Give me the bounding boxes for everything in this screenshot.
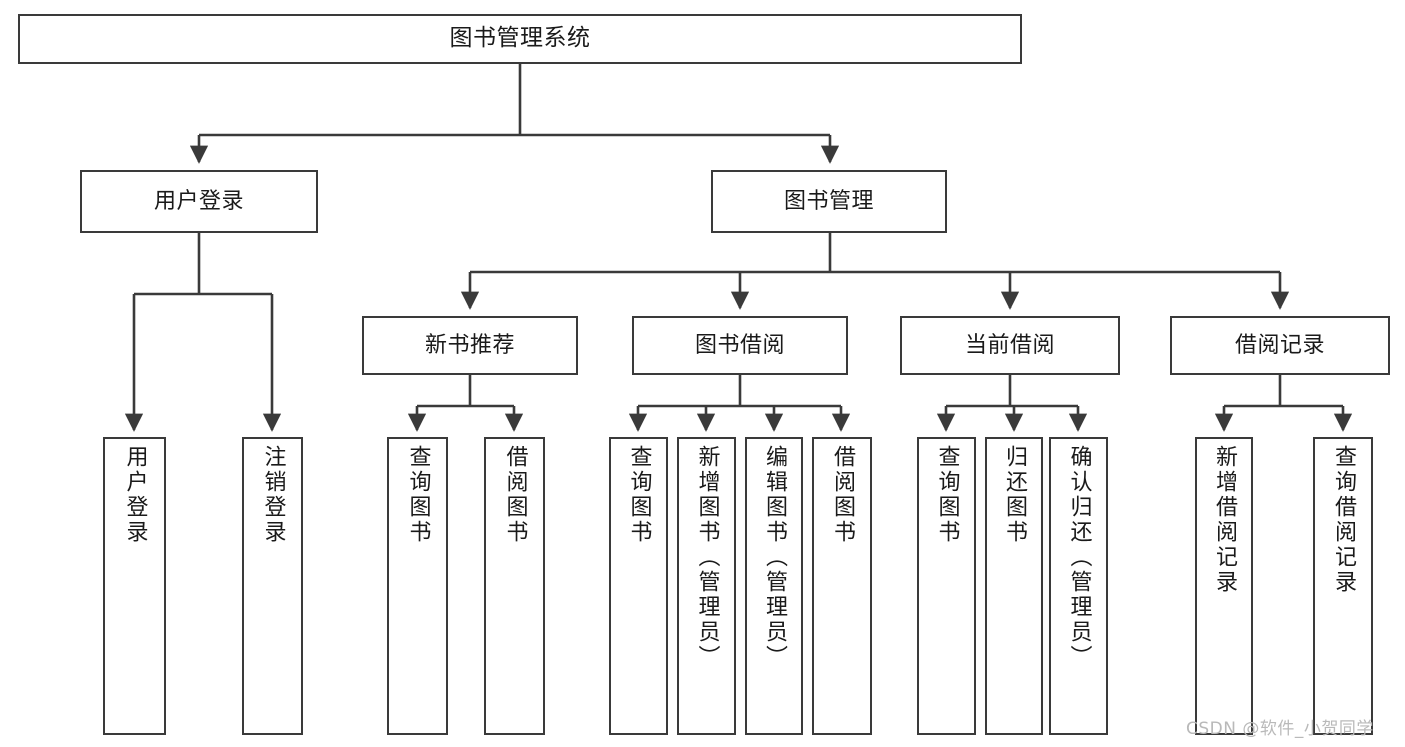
node-label: 用户登录 <box>153 188 244 214</box>
leaf-user-login-login[interactable]: 用户登录 <box>103 437 166 735</box>
node-current-borrow[interactable]: 当前借阅 <box>900 316 1120 375</box>
node-label: 编辑图书（管理员） <box>762 445 787 670</box>
node-label: 归还图书 <box>1002 445 1027 545</box>
leaf-current-borrow-query-book[interactable]: 查询图书 <box>917 437 976 735</box>
leaf-book-borrow-query-book[interactable]: 查询图书 <box>609 437 668 735</box>
node-user-login[interactable]: 用户登录 <box>80 170 318 233</box>
leaf-book-borrow-edit-book-admin[interactable]: 编辑图书（管理员） <box>745 437 803 735</box>
node-label: 新增借阅记录 <box>1212 445 1237 595</box>
node-root-book-management-system[interactable]: 图书管理系统 <box>18 14 1022 64</box>
node-label: 查询图书 <box>405 445 431 545</box>
leaf-borrow-record-query-record[interactable]: 查询借阅记录 <box>1313 437 1373 735</box>
leaf-new-book-borrow-book[interactable]: 借阅图书 <box>484 437 545 735</box>
node-new-book-recommend[interactable]: 新书推荐 <box>362 316 578 375</box>
node-label: 图书借阅 <box>694 332 785 358</box>
node-label: 借阅记录 <box>1234 332 1325 358</box>
leaf-user-login-logout[interactable]: 注销登录 <box>242 437 303 735</box>
node-borrow-record[interactable]: 借阅记录 <box>1170 316 1390 375</box>
leaf-book-borrow-add-book-admin[interactable]: 新增图书（管理员） <box>677 437 736 735</box>
node-label: 新书推荐 <box>424 332 515 358</box>
node-label: 确认归还（管理员） <box>1066 445 1092 670</box>
leaf-current-borrow-confirm-return-admin[interactable]: 确认归还（管理员） <box>1049 437 1108 735</box>
node-label: 图书管理 <box>783 188 874 214</box>
node-label: 借阅图书 <box>502 445 528 545</box>
node-label: 当前借阅 <box>964 332 1055 358</box>
node-label: 图书管理系统 <box>449 25 591 52</box>
node-label: 新增图书（管理员） <box>694 445 720 670</box>
node-label: 注销登录 <box>260 445 286 545</box>
node-label: 用户登录 <box>122 445 148 545</box>
leaf-borrow-record-add-record[interactable]: 新增借阅记录 <box>1195 437 1253 735</box>
node-book-management[interactable]: 图书管理 <box>711 170 947 233</box>
leaf-new-book-query-book[interactable]: 查询图书 <box>387 437 448 735</box>
leaf-book-borrow-borrow-book[interactable]: 借阅图书 <box>812 437 872 735</box>
node-book-borrow[interactable]: 图书借阅 <box>632 316 848 375</box>
node-label: 查询借阅记录 <box>1331 445 1356 595</box>
node-label: 查询图书 <box>626 445 652 545</box>
node-label: 查询图书 <box>934 445 960 545</box>
node-label: 借阅图书 <box>830 445 855 545</box>
leaf-current-borrow-return-book[interactable]: 归还图书 <box>985 437 1043 735</box>
